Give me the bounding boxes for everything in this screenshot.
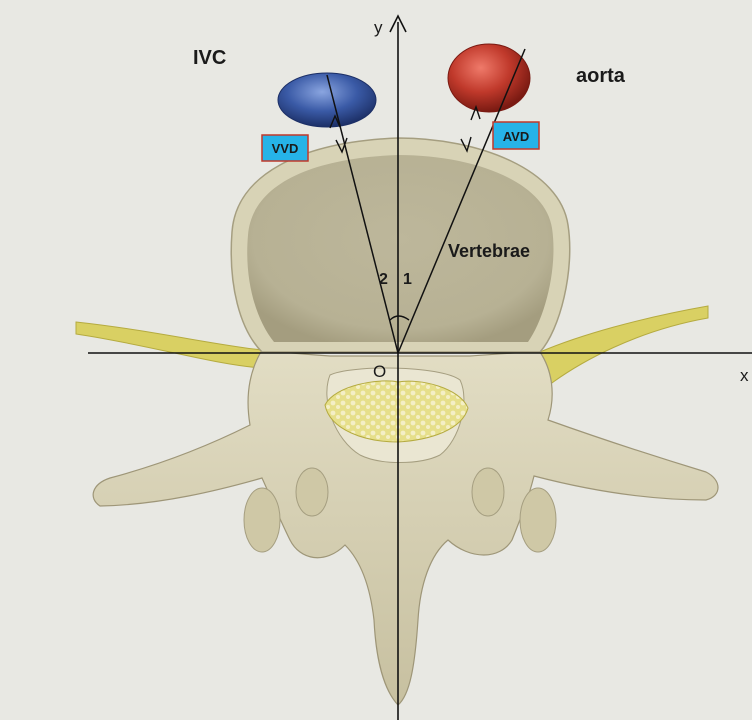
ivc-label: IVC [193, 47, 226, 69]
vvd-badge: VVD [262, 135, 308, 161]
vertebrae-label: Vertebrae [448, 241, 530, 261]
vvd-badge-text: VVD [272, 141, 299, 156]
avd-badge-text: AVD [503, 129, 529, 144]
avd-badge: AVD [493, 122, 539, 149]
angle-1-label: 1 [403, 271, 412, 288]
angle-2-label: 2 [379, 271, 388, 288]
origin-label: O [373, 362, 386, 381]
aorta-label: aorta [576, 65, 626, 87]
y-axis-label: y [374, 18, 383, 37]
ivc-vessel [278, 73, 376, 127]
x-axis-label: x [740, 366, 749, 385]
aorta-vessel [448, 44, 530, 112]
